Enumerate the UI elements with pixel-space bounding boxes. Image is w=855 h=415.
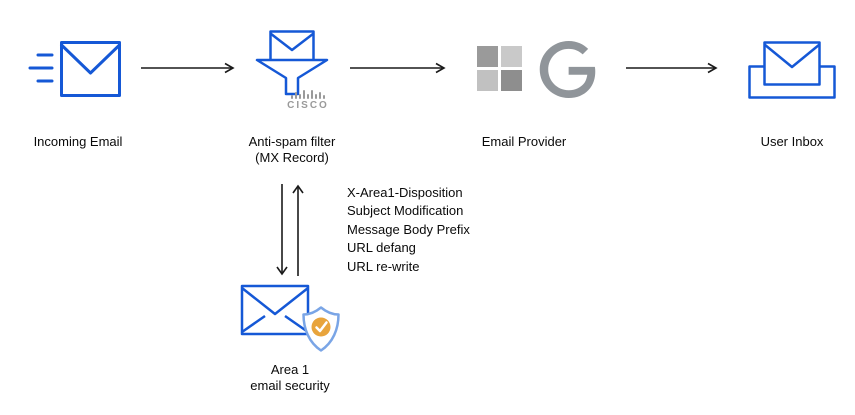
flow-arrow-icon [350, 62, 446, 74]
flow-arrow-icon [626, 62, 718, 74]
annotation-line: URL re-write [347, 258, 420, 274]
incoming-email-label: Incoming Email [33, 134, 123, 149]
incoming-email-icon [28, 41, 121, 97]
cisco-logo-bars [291, 90, 325, 99]
anti-spam-filter-label-line2: (MX Record) [255, 150, 329, 165]
shield-check-icon [302, 306, 340, 352]
area1-label-line1: Area 1 [270, 362, 310, 377]
disposition-annotations: X-Area1-Disposition Subject Modification… [347, 184, 470, 276]
user-inbox-label: User Inbox [760, 134, 824, 149]
area1-label-line2: email security [250, 378, 330, 393]
anti-spam-filter-label-line1: Anti-spam filter [248, 134, 336, 149]
user-inbox-icon [748, 41, 836, 99]
email-provider-label: Email Provider [481, 134, 567, 149]
microsoft-logo-icon [477, 46, 522, 91]
annotation-line: Message Body Prefix [347, 221, 470, 237]
cisco-logo-text: CISCO [287, 100, 329, 111]
area1-label: Area 1 email security [230, 362, 350, 394]
up-arrow-icon [292, 184, 304, 194]
annotation-line: Subject Modification [347, 203, 464, 219]
down-arrow-icon [276, 266, 288, 276]
flow-arrow-icon [141, 62, 235, 74]
annotation-line: X-Area1-Disposition [347, 185, 463, 200]
feedback-arrows-icon [276, 184, 304, 276]
anti-spam-filter-label: Anti-spam filter (MX Record) [222, 134, 362, 166]
anti-spam-filter-icon [255, 30, 329, 96]
annotation-line: URL defang [347, 240, 416, 256]
area1-email-security-icon [240, 284, 340, 352]
google-g-logo-icon [539, 41, 596, 98]
cisco-logo: CISCO [284, 90, 332, 111]
